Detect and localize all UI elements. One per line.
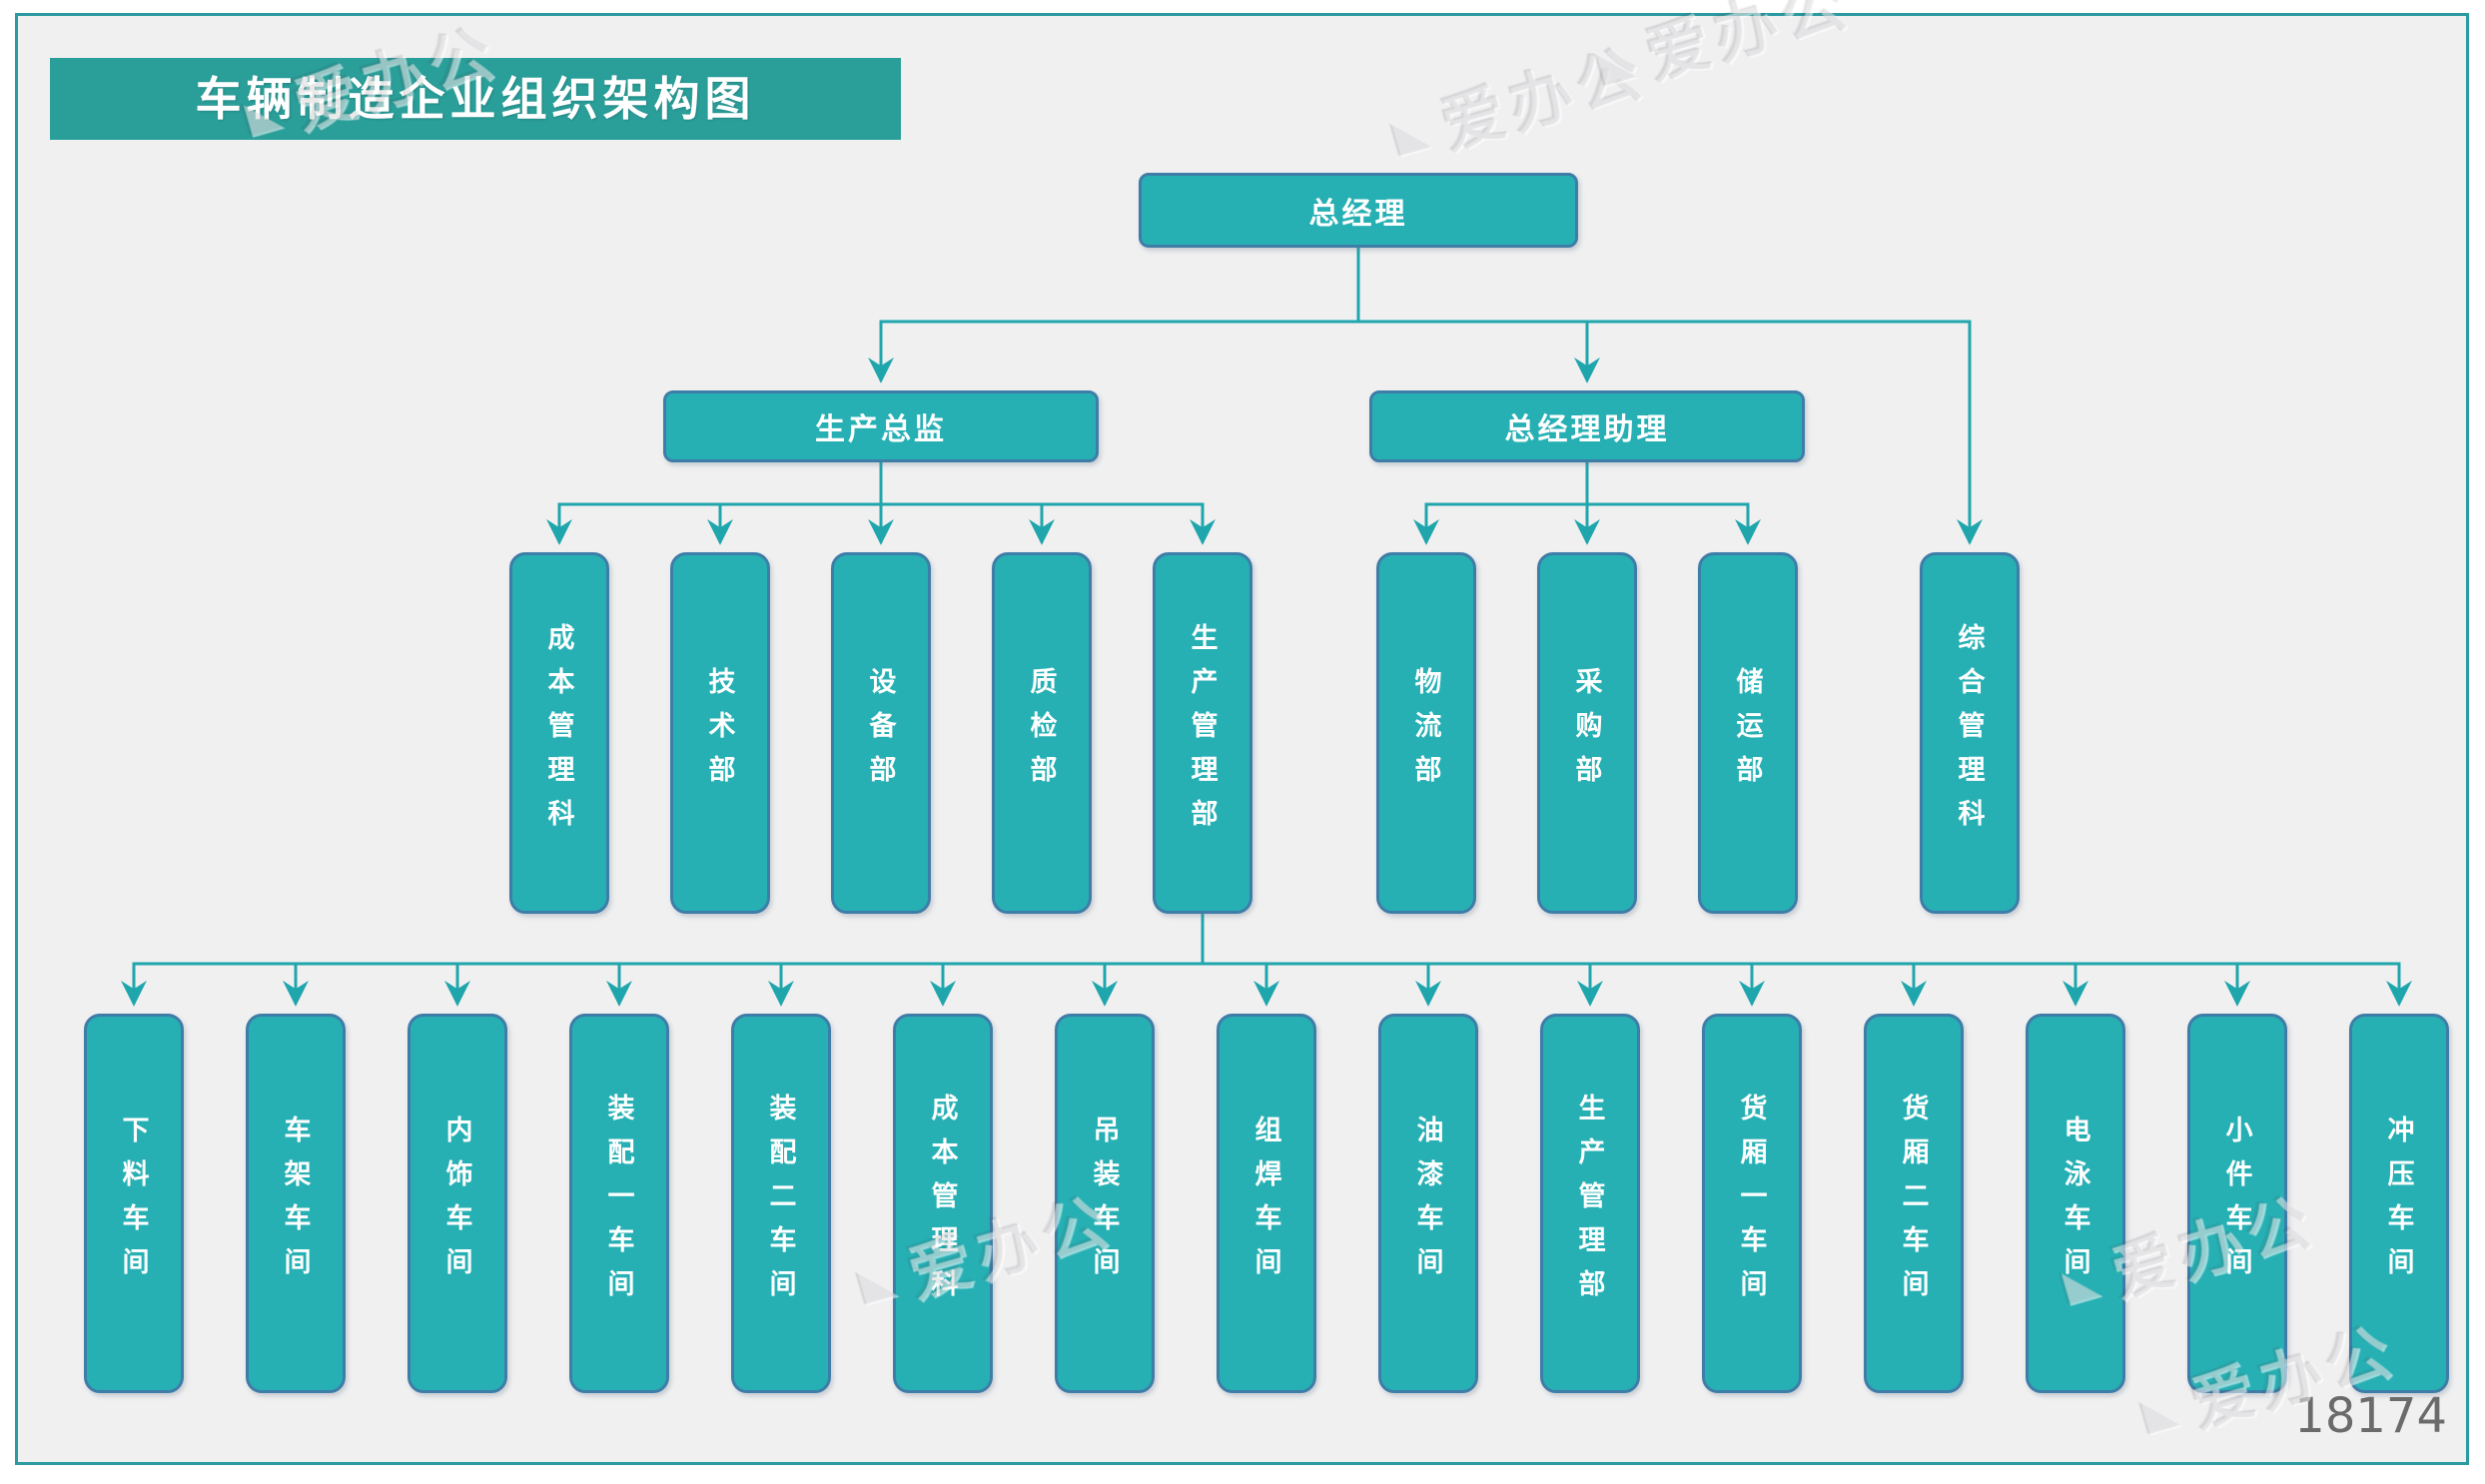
node-technology-dept: 技术部 — [670, 552, 770, 914]
node-workshop-blanking: 下料车间 — [84, 1014, 184, 1393]
page-title: 车辆制造企业组织架构图 — [50, 58, 901, 140]
node-cost-management-section: 成本管理科 — [509, 552, 609, 914]
node-workshop-assembly-1: 装配一车间 — [569, 1014, 669, 1393]
node-workshop-cargo-box-2: 货厢二车间 — [1864, 1014, 1964, 1393]
node-workshop-assembly-2: 装配二车间 — [731, 1014, 831, 1393]
node-workshop-welding: 组焊车间 — [1217, 1014, 1316, 1393]
node-general-manager: 总经理 — [1139, 173, 1578, 248]
node-logistics-dept: 物流部 — [1376, 552, 1476, 914]
node-purchasing-dept: 采购部 — [1537, 552, 1637, 914]
node-quality-inspection-dept: 质检部 — [992, 552, 1092, 914]
node-equipment-dept: 设备部 — [831, 552, 931, 914]
node-general-admin-section: 综合管理科 — [1920, 552, 2020, 914]
node-gm-assistant: 总经理助理 — [1369, 390, 1805, 462]
node-workshop-interior-trim: 内饰车间 — [408, 1014, 507, 1393]
node-workshop-small-parts: 小件车间 — [2187, 1014, 2287, 1393]
node-workshop-electrophoresis: 电泳车间 — [2026, 1014, 2125, 1393]
node-production-management-dept: 生产管理部 — [1153, 552, 1252, 914]
node-workshop-painting: 油漆车间 — [1378, 1014, 1478, 1393]
node-cost-management-section-2: 成本管理科 — [893, 1014, 993, 1393]
node-production-director: 生产总监 — [663, 390, 1099, 462]
node-workshop-hoisting: 吊装车间 — [1055, 1014, 1155, 1393]
node-production-management-dept-2: 生产管理部 — [1540, 1014, 1640, 1393]
node-storage-transport-dept: 储运部 — [1698, 552, 1798, 914]
corner-number: 18174 — [2294, 1388, 2447, 1444]
node-workshop-frame: 车架车间 — [246, 1014, 346, 1393]
node-workshop-stamping: 冲压车间 — [2349, 1014, 2449, 1393]
node-workshop-cargo-box-1: 货厢一车间 — [1702, 1014, 1802, 1393]
